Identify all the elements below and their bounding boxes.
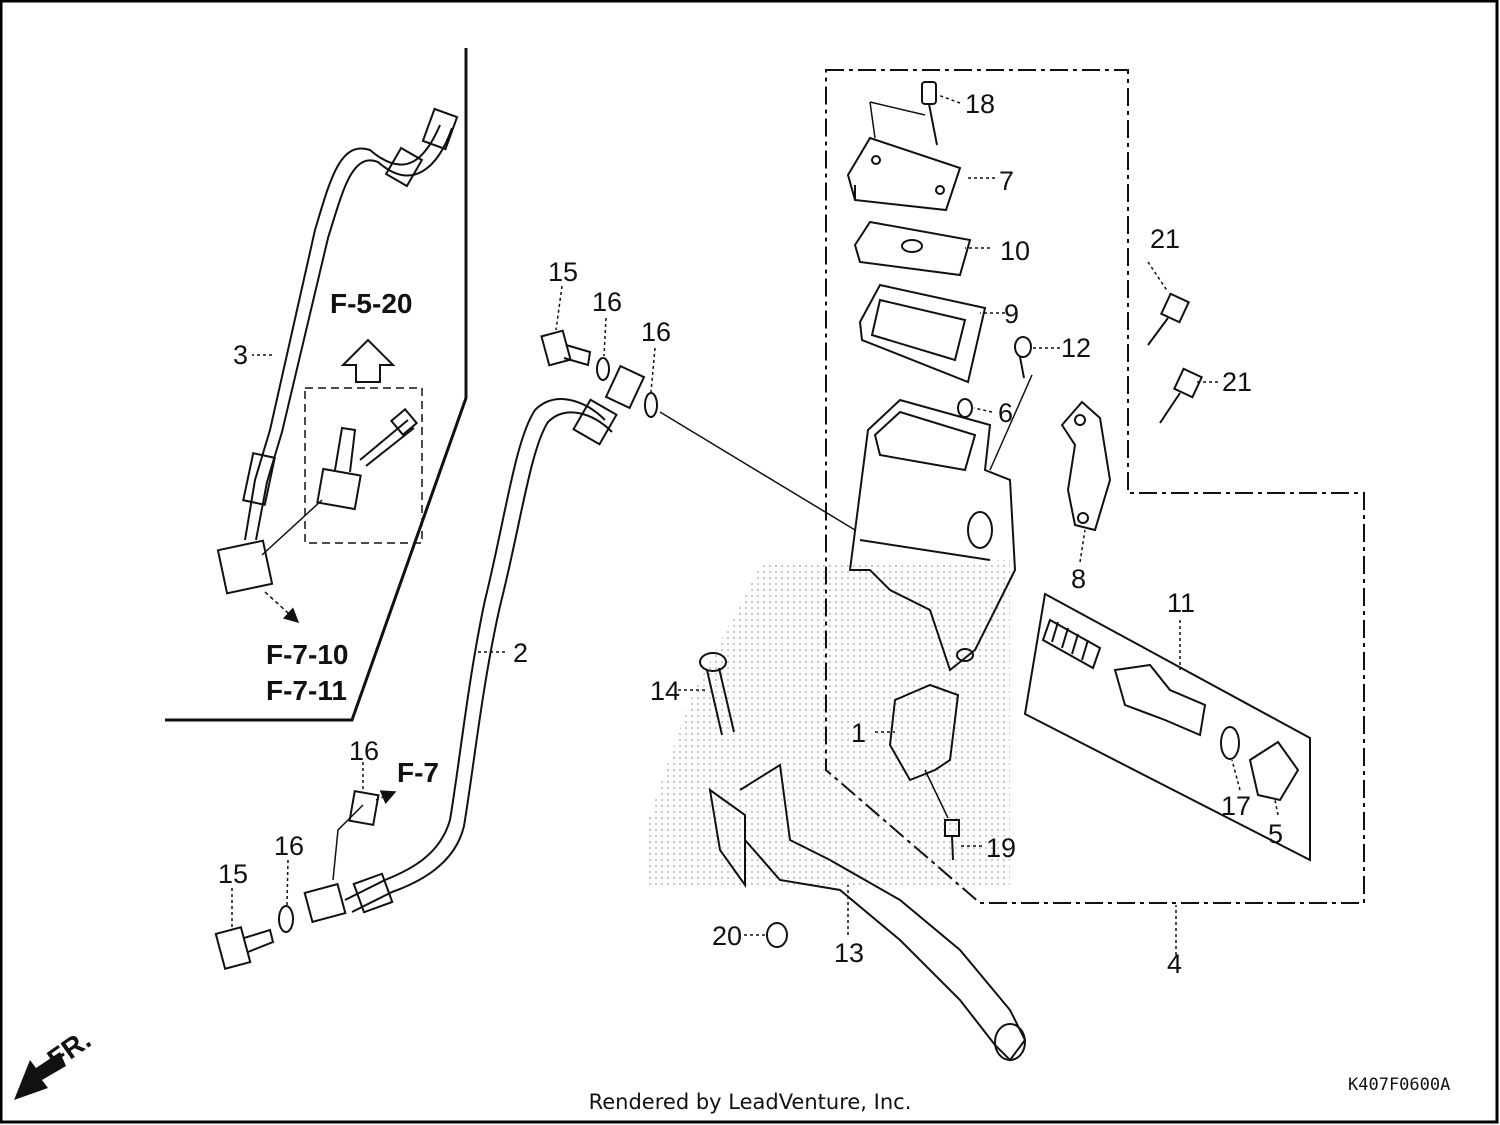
bleed-screw xyxy=(1014,336,1032,379)
arrow-to-f710 xyxy=(264,591,300,624)
reservoir-cap xyxy=(846,136,962,212)
ref-f-7-11: F-7-11 xyxy=(266,675,347,706)
callout-11: 11 xyxy=(1167,588,1195,618)
callout-13: 13 xyxy=(834,938,864,968)
callout-10: 10 xyxy=(1000,236,1030,266)
stipple-region xyxy=(648,560,1010,885)
diagram-code: K407F0600A xyxy=(1348,1075,1451,1095)
brake-hose-inset xyxy=(216,107,459,595)
callout-14: 14 xyxy=(650,676,680,706)
callout-3: 3 xyxy=(233,340,248,370)
leader-bleed xyxy=(989,374,1033,471)
callout-18: 18 xyxy=(965,89,995,119)
inset-detail-box xyxy=(304,387,423,544)
banjo-bolt-upper xyxy=(540,329,592,367)
small-clip xyxy=(957,398,973,418)
master-cylinder-body xyxy=(848,398,1017,672)
callout-16-lower-a: 16 xyxy=(349,736,379,766)
cap-screw xyxy=(921,81,938,146)
callout-15-lower: 15 xyxy=(218,859,248,889)
callout-16-upper-b: 16 xyxy=(641,317,671,347)
holder-clamp xyxy=(1060,400,1112,532)
lever-nut xyxy=(766,922,788,948)
callout-20: 20 xyxy=(712,921,742,951)
callout-15-upper: 15 xyxy=(548,257,578,287)
diaphragm xyxy=(858,283,987,384)
brake-lever xyxy=(708,763,1027,1062)
callout-19: 19 xyxy=(986,833,1016,863)
piston xyxy=(1113,663,1207,737)
piston-spring xyxy=(1041,618,1102,670)
brake-hose-main xyxy=(303,364,646,924)
front-arrow-icon xyxy=(14,1052,66,1100)
piston-kit-box xyxy=(1023,592,1311,862)
inset-bolt xyxy=(316,407,419,511)
circlip xyxy=(1220,726,1240,760)
assembly-boundary xyxy=(825,69,1365,904)
up-arrow-icon xyxy=(340,338,396,383)
diaphragm-plate xyxy=(853,220,972,277)
callout-16-lower-b: 16 xyxy=(274,831,304,861)
callout-7: 7 xyxy=(999,166,1014,196)
washer-upper-b xyxy=(644,392,658,418)
callout-1: 1 xyxy=(851,718,866,748)
brake-switch xyxy=(888,683,960,782)
ref-f-7: F-7 xyxy=(397,757,439,788)
callout-12: 12 xyxy=(1061,333,1091,363)
callout-9: 9 xyxy=(1004,299,1019,329)
washer-upper-a xyxy=(596,357,610,381)
callout-21-lower: 21 xyxy=(1222,367,1252,397)
boot xyxy=(1248,740,1300,802)
leader-washer-lower xyxy=(332,804,364,881)
switch-screw xyxy=(944,819,960,861)
callout-16-upper-a: 16 xyxy=(592,287,622,317)
ref-f-5-20: F-5-20 xyxy=(330,288,412,319)
callout-5: 5 xyxy=(1268,819,1283,849)
holder-bolt-upper xyxy=(1147,292,1191,346)
callout-2: 2 xyxy=(513,638,528,668)
leader-inset xyxy=(261,499,323,556)
credit-text: Rendered by LeadVenture, Inc. xyxy=(588,1090,912,1114)
leader-cap xyxy=(869,101,926,139)
callout-21-upper: 21 xyxy=(1150,224,1180,254)
washer-lower-a xyxy=(278,905,294,933)
banjo-bolt-lower xyxy=(214,926,275,970)
ref-f-7-10: F-7-10 xyxy=(266,639,348,670)
holder-bolt-lower xyxy=(1159,367,1204,424)
inset-panel-border xyxy=(165,48,468,722)
washer-lower-b xyxy=(348,789,380,827)
leader-hose-to-cylinder xyxy=(659,411,856,531)
callout-17: 17 xyxy=(1221,791,1251,821)
callout-leaders xyxy=(231,94,1279,955)
leader-switch-screw xyxy=(924,769,949,819)
callout-4: 4 xyxy=(1167,949,1182,979)
pivot-bolt xyxy=(699,652,735,736)
callout-6: 6 xyxy=(998,398,1013,428)
callout-8: 8 xyxy=(1071,564,1086,594)
